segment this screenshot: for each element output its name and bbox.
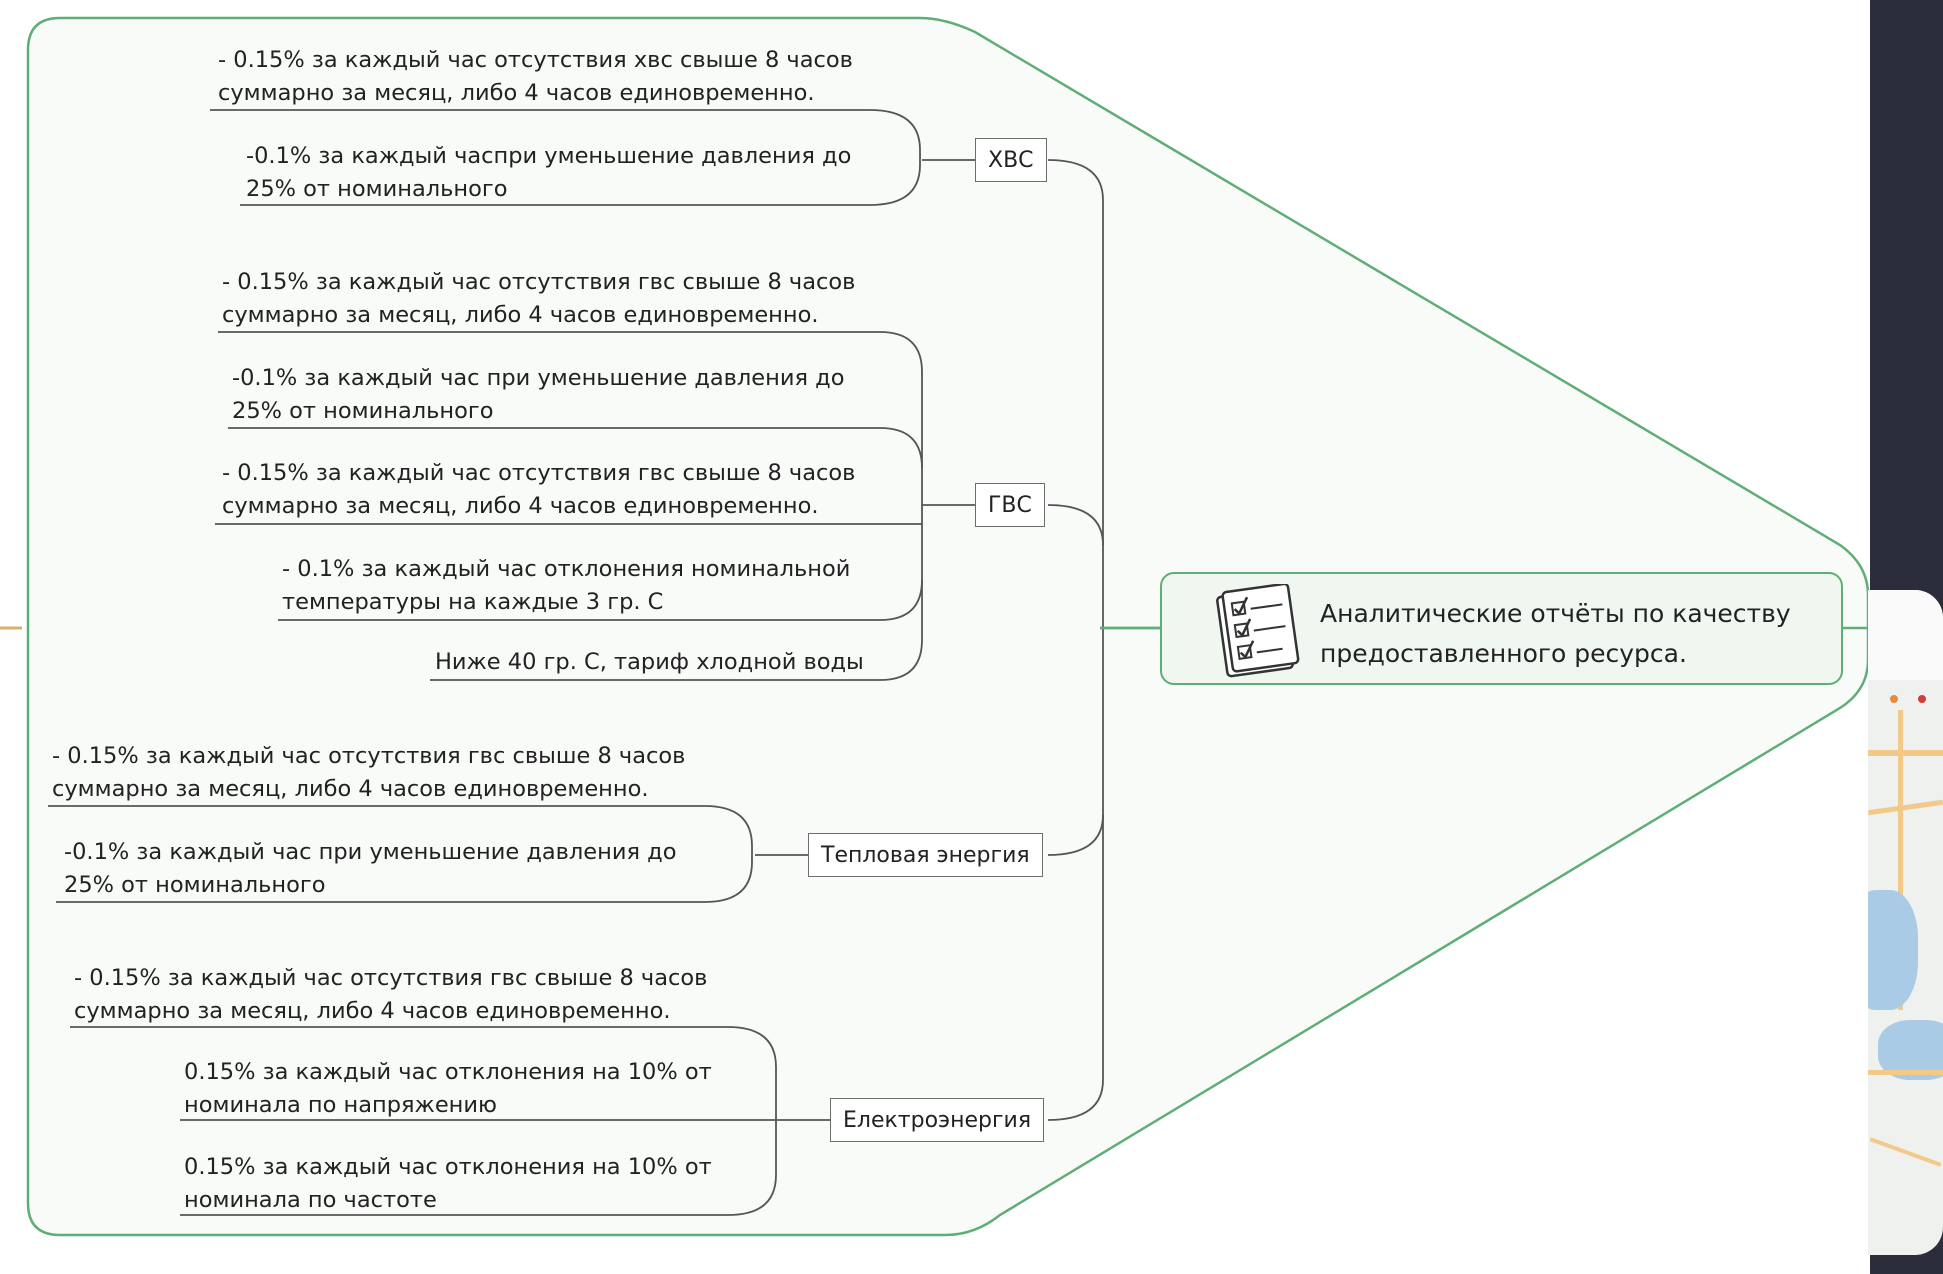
leaf-line: 25% от номинального — [246, 176, 508, 202]
leaf-line: суммарно за месяц, либо 4 часов единовре… — [222, 493, 819, 519]
map-marker-icon — [1918, 695, 1926, 703]
map-road — [1868, 750, 1943, 756]
leaf-text: - 0.15% за каждый час отсутствия гвс свы… — [52, 740, 685, 806]
leaf-line: -0.1% за каждый час при уменьшение давле… — [232, 365, 845, 391]
leaf-line: - 0.15% за каждый час отсутствия гвс свы… — [222, 460, 856, 486]
map-header — [1868, 590, 1943, 680]
root-node[interactable]: Аналитические отчёты по качеству предост… — [1160, 572, 1843, 685]
leaf-line: -0.1% за каждый час при уменьшение давле… — [64, 839, 677, 865]
leaf-line: номинала по частоте — [184, 1187, 437, 1213]
leaf-text: 0.15% за каждый час отклонения на 10% от… — [184, 1056, 712, 1122]
leaf-text: -0.1% за каждый часпри уменьшение давлен… — [246, 140, 851, 206]
leaf-text: - 0.15% за каждый час отсутствия хвс свы… — [218, 44, 853, 110]
map-road — [1869, 1137, 1942, 1167]
leaf-text: - 0.15% за каждый час отсутствия гвс свы… — [74, 962, 707, 1028]
map-road — [1868, 1070, 1943, 1075]
leaf-text: Ниже 40 гр. С, тариф хлодной воды — [435, 646, 864, 679]
map-road — [1868, 799, 1943, 816]
leaf-line: - 0.15% за каждый час отсутствия гвс свы… — [74, 965, 708, 991]
slide-canvas: ХВС - 0.15% за каждый час отсутствия хвс… — [0, 0, 1870, 1274]
map-marker-icon — [1890, 695, 1898, 703]
map-road — [1898, 710, 1903, 1010]
leaf-text: - 0.15% за каждый час отсутствия гвс свы… — [222, 266, 855, 332]
leaf-line: - 0.15% за каждый час отсутствия хвс свы… — [218, 47, 853, 73]
root-title-line: предоставленного ресурса. — [1320, 639, 1687, 668]
leaf-line: - 0.15% за каждый час отсутствия гвс свы… — [222, 269, 856, 295]
leaf-line: температуры на каждые 3 гр. С — [282, 589, 664, 615]
root-title-line: Аналитические отчёты по качеству — [1320, 599, 1791, 628]
root-title: Аналитические отчёты по качеству предост… — [1320, 594, 1791, 674]
leaf-line: суммарно за месяц, либо 4 часов единовре… — [218, 80, 815, 106]
leaf-text: -0.1% за каждый час при уменьшение давле… — [232, 362, 845, 428]
leaf-line: суммарно за месяц, либо 4 часов единовре… — [74, 998, 671, 1024]
branch-electricity[interactable]: Електроэнергия — [830, 1098, 1045, 1142]
leaf-text: -0.1% за каждый час при уменьшение давле… — [64, 836, 677, 902]
leaf-text: - 0.1% за каждый час отклонения номиналь… — [282, 553, 850, 619]
leaf-line: - 0.15% за каждый час отсутствия гвс свы… — [52, 743, 686, 769]
leaf-line: суммарно за месяц, либо 4 часов единовре… — [52, 776, 649, 802]
leaf-line: Ниже 40 гр. С, тариф хлодной воды — [435, 649, 864, 675]
leaf-line: номинала по напряжению — [184, 1092, 497, 1118]
checklist-icon — [1216, 584, 1300, 678]
leaf-line: - 0.1% за каждый час отклонения номиналь… — [282, 556, 851, 582]
leaf-line: 25% от номинального — [232, 398, 494, 424]
leaf-line: 0.15% за каждый час отклонения на 10% от — [184, 1154, 712, 1180]
branch-heat[interactable]: Тепловая энергия — [808, 833, 1043, 877]
branch-gvs[interactable]: ГВС — [975, 483, 1045, 527]
leaf-line: 0.15% за каждый час отклонения на 10% от — [184, 1059, 712, 1085]
leaf-text: 0.15% за каждый час отклонения на 10% от… — [184, 1151, 712, 1217]
leaf-line: суммарно за месяц, либо 4 часов единовре… — [222, 302, 819, 328]
map-water — [1868, 890, 1918, 1010]
leaf-line: 25% от номинального — [64, 872, 326, 898]
branch-hvs[interactable]: ХВС — [975, 138, 1047, 182]
leaf-line: -0.1% за каждый часпри уменьшение давлен… — [246, 143, 852, 169]
leaf-text: - 0.15% за каждый час отсутствия гвс свы… — [222, 457, 855, 523]
boundary-outline — [26, 16, 1870, 1237]
mindmap-connectors — [0, 16, 1870, 1237]
map-preview-card[interactable] — [1868, 590, 1943, 1255]
